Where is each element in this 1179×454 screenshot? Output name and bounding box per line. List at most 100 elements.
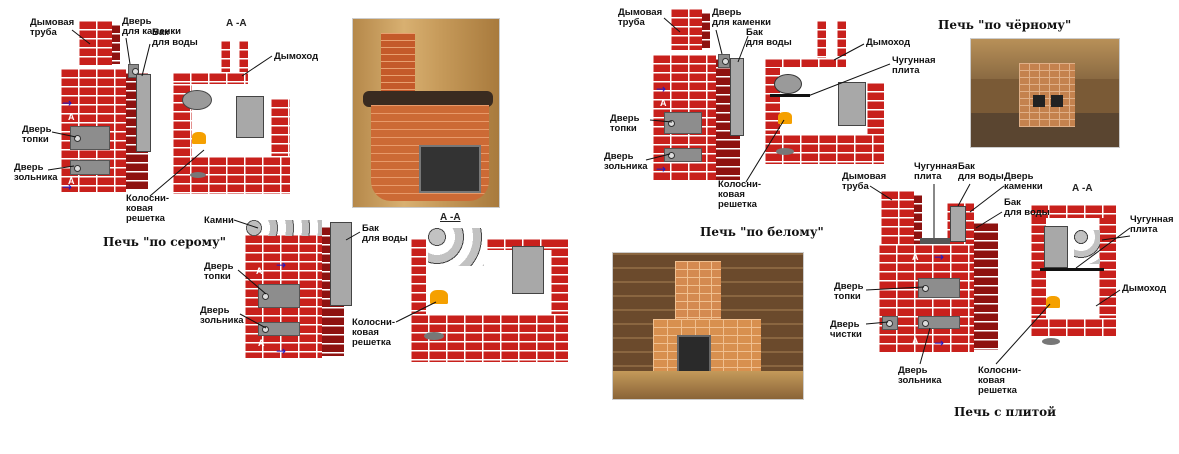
label-firebox-door: Дверь топки — [610, 113, 640, 134]
label-flue: Дымоход — [1122, 283, 1167, 294]
label-grate: Колосни- ковая решетка — [352, 317, 395, 348]
section-mark: А — [256, 266, 263, 276]
stove-body-side — [974, 222, 998, 350]
chimney — [880, 190, 914, 246]
section-mark: А — [912, 336, 919, 346]
stones-icon — [1074, 230, 1100, 264]
water-tank — [330, 222, 352, 306]
fire-icon — [430, 290, 448, 304]
section-arrow-icon: → — [62, 180, 73, 194]
label-ash-door: Дверь зольника — [14, 162, 58, 183]
stones-icon — [246, 220, 322, 236]
water-tank-section — [236, 96, 264, 138]
ash-door — [70, 160, 110, 175]
chimney-side — [702, 12, 710, 48]
ash-icon — [190, 172, 206, 178]
label-firebox-door: Дверь топки — [204, 261, 234, 282]
label-cast-plate: Чугунная плита — [892, 55, 936, 76]
chimney-side — [914, 194, 922, 244]
ash-icon — [776, 148, 794, 155]
caption-white-stove: Печь "по белому" — [700, 225, 824, 239]
section-arrow-icon: → — [656, 162, 667, 176]
label-cast-plate-right: Чугунная плита — [1130, 214, 1174, 235]
water-tank-section — [512, 246, 544, 294]
stones-icon — [182, 90, 212, 110]
label-grate: Колосни- ковая решетка — [126, 193, 169, 224]
section-arrow-icon: → — [276, 258, 287, 272]
stones-icon — [774, 74, 802, 94]
chimney — [78, 20, 112, 66]
cast-plate-icon — [1040, 268, 1104, 271]
caption-black-stove: Печь "по чёрному" — [938, 18, 1072, 32]
section-mark: А — [258, 338, 265, 348]
section-top — [172, 72, 248, 84]
photo-round-stove — [352, 18, 500, 208]
section-arrow-icon: → — [656, 82, 667, 96]
label-grate: Колосни- ковая решетка — [718, 179, 761, 210]
section-wall — [1030, 206, 1046, 336]
label-water-tank: Бак для воды — [362, 223, 408, 244]
ash-door — [664, 148, 702, 162]
section-title: А -А — [226, 18, 247, 29]
label-ash-door: Дверь зольника — [604, 151, 648, 172]
label-water-tank: Бак для воды — [1004, 197, 1050, 218]
stone-door — [128, 64, 139, 78]
label-clean-door: Дверь чистки — [830, 319, 862, 340]
label-ash-door: Дверь зольника — [898, 365, 942, 386]
label-water-tank: Бак для воды — [152, 27, 198, 48]
section-mark: А — [912, 252, 919, 262]
label-firebox-door: Дверь топки — [22, 124, 52, 145]
firebox-door — [664, 112, 702, 134]
section-title: А -А — [440, 212, 461, 223]
section-flue-wall — [816, 20, 826, 66]
chimney — [670, 8, 702, 50]
section-mark: А — [68, 176, 75, 186]
stones-icon — [428, 228, 484, 266]
section-flue-wall — [836, 20, 846, 56]
ash-icon — [1042, 338, 1060, 345]
water-tank — [730, 58, 744, 136]
cast-plate-icon — [770, 94, 810, 97]
stone-door — [718, 54, 730, 68]
fire-icon — [192, 132, 206, 144]
label-stones: Камни — [204, 215, 234, 226]
photo-black-stove — [970, 38, 1120, 148]
label-cast-plate: Чугунная плита — [914, 161, 958, 182]
section-mark: А — [68, 112, 75, 122]
label-stone-door: Дверь каменки — [1004, 171, 1043, 192]
section-arrow-icon: → — [934, 336, 945, 350]
section-flue-wall — [238, 40, 248, 74]
label-stone-door: Дверь для каменки — [712, 7, 771, 28]
firebox-door — [70, 126, 110, 150]
label-flue: Дымоход — [866, 37, 911, 48]
caption-gray-stove: Печь "по серому" — [103, 235, 226, 249]
label-stone-door: Дверь для каменки — [122, 16, 181, 37]
firebox-door — [918, 278, 960, 298]
cast-plate-icon — [920, 238, 950, 244]
section-title: А -А — [1072, 183, 1093, 194]
water-tank-section — [838, 82, 866, 126]
fire-icon — [778, 112, 792, 124]
ash-icon — [424, 332, 444, 340]
label-chimney: Дымовая труба — [618, 7, 663, 28]
section-arrow-icon: → — [276, 344, 287, 358]
section-floor — [1030, 318, 1116, 336]
photo-white-stove — [612, 252, 804, 400]
label-grate: Колосни- ковая решетка — [978, 365, 1021, 396]
label-chimney: Дымовая труба — [842, 171, 887, 192]
section-top — [1030, 204, 1116, 218]
firebox-door — [258, 284, 300, 308]
section-arrow-icon: → — [62, 96, 73, 110]
stove-body — [878, 244, 974, 352]
section-mark: А — [660, 98, 667, 108]
ash-door — [258, 322, 300, 336]
label-firebox-door: Дверь топки — [834, 281, 864, 302]
water-tank — [136, 74, 151, 152]
water-tank-top — [950, 206, 966, 242]
label-water-tank: Бак для воды — [746, 27, 792, 48]
section-flue-wall — [220, 40, 230, 84]
label-chimney: Дымовая труба — [30, 17, 75, 38]
section-top — [764, 58, 846, 68]
chimney-side — [112, 24, 120, 64]
